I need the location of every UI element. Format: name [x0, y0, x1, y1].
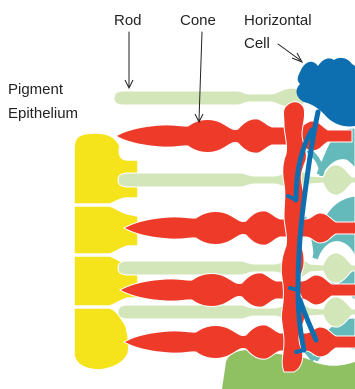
label-pigment-epithelium-line2: Epithelium: [8, 105, 78, 122]
label-rod: Rod: [114, 12, 142, 29]
label-horizontal-cell-line2: Cell: [244, 35, 270, 52]
horizontal-cell-pointer-line: [278, 44, 300, 60]
label-pigment-epithelium-line1: Pigment: [8, 81, 64, 98]
pigment-epithelium: [74, 133, 138, 370]
cone-cell: [124, 211, 355, 245]
cone-pointer-line: [199, 32, 202, 120]
label-cone: Cone: [180, 12, 216, 29]
horizontal-cell-body: [297, 58, 355, 127]
label-horizontal-cell-line1: Horizontal: [244, 12, 312, 29]
pigment-cell: [74, 133, 138, 204]
cones: [116, 102, 355, 372]
cone-cell: [120, 273, 355, 307]
